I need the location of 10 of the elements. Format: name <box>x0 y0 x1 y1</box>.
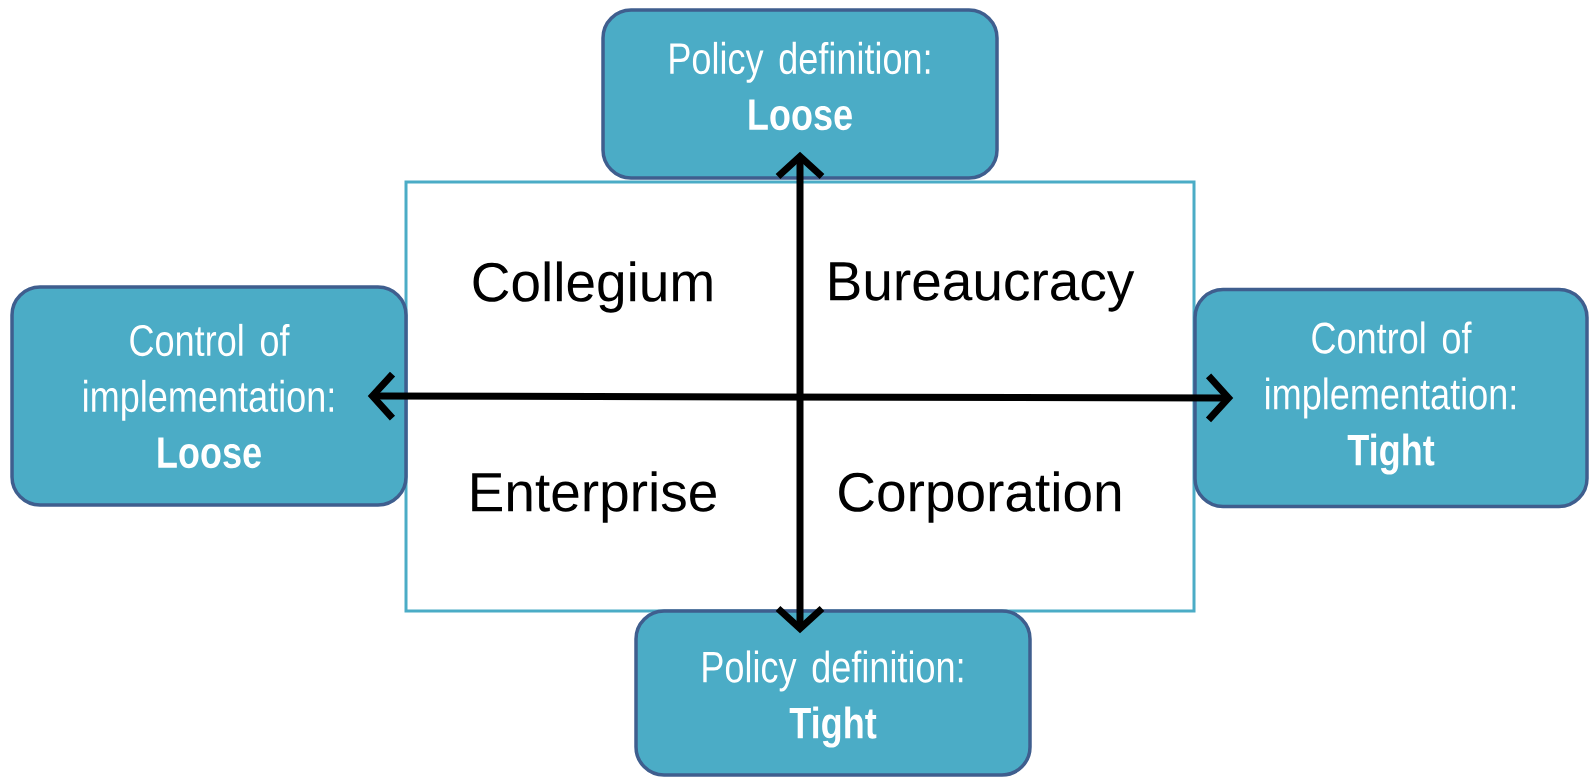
rounded-box: Policy definition: Tight <box>634 609 1032 777</box>
rounded-box: Policy definition: Loose <box>601 8 999 180</box>
double-arrow <box>775 151 825 634</box>
rounded-box: Control of implementation: Loose <box>10 285 408 507</box>
rounded-box: Control of implementation: Tight <box>1193 287 1589 509</box>
double-arrow <box>367 371 1234 423</box>
quadrant-label: Enterprise <box>472 471 716 523</box>
quadrant-label: Bureaucracy <box>830 262 1135 312</box>
quadrant-label: Collegium <box>473 261 712 313</box>
quadrant-label: Corporation <box>839 471 1121 523</box>
